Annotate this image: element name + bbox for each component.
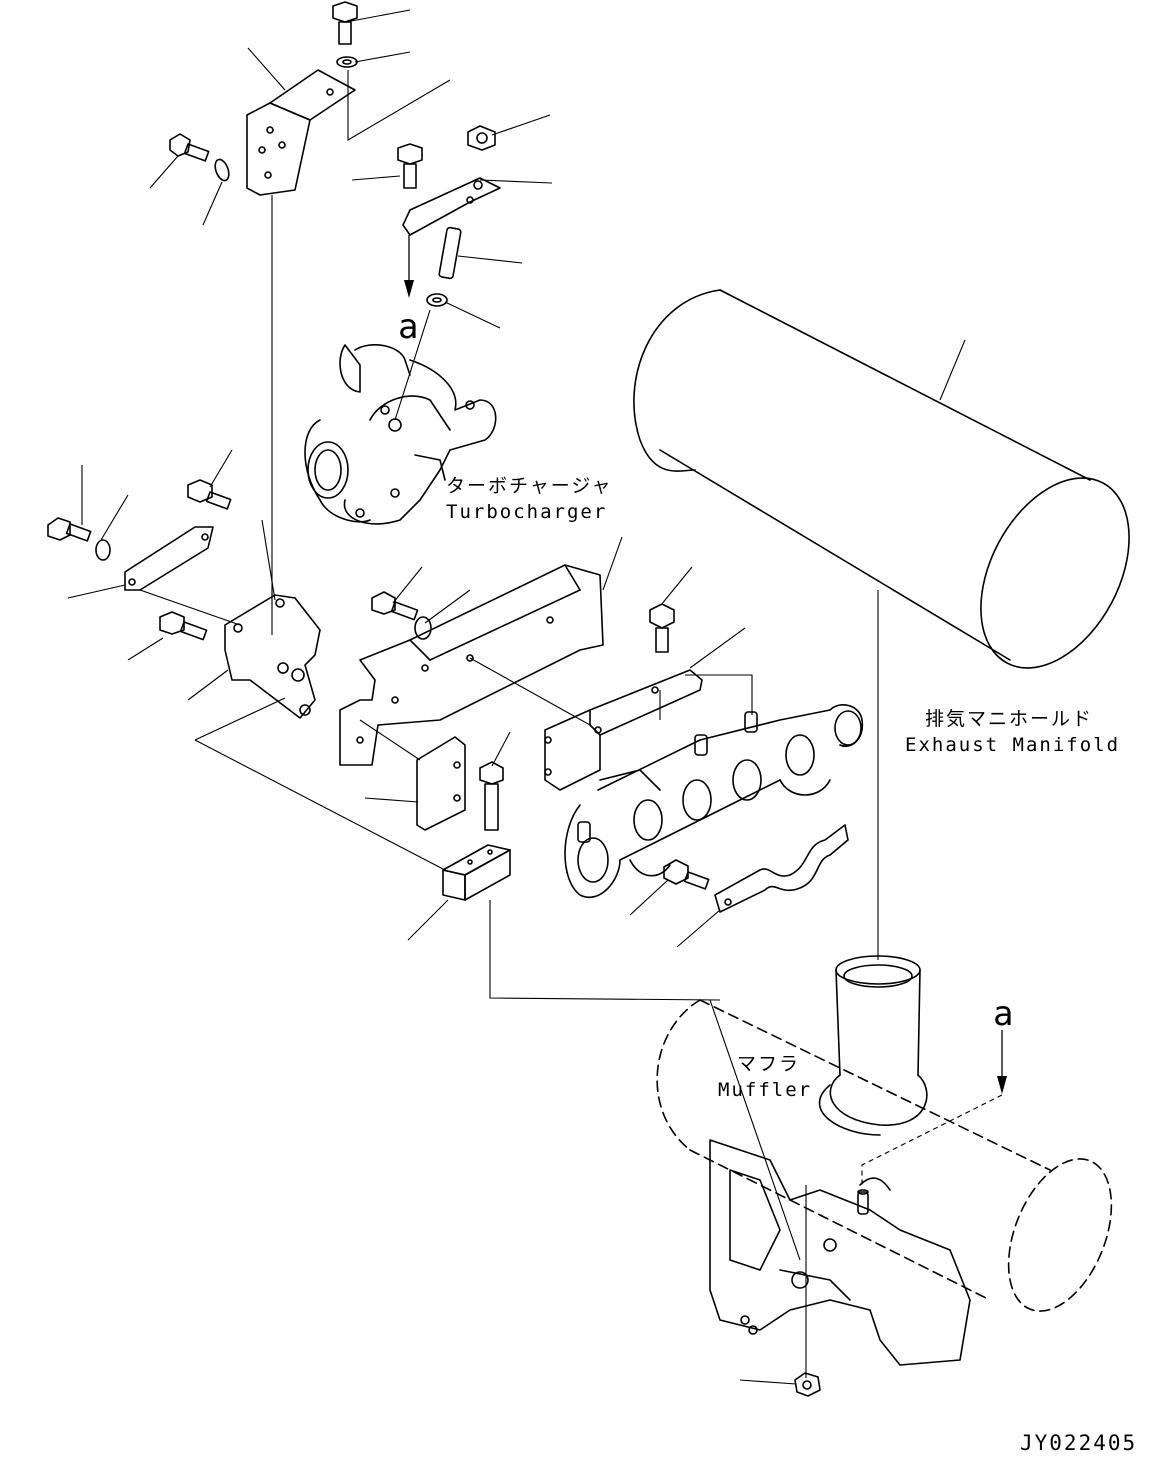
muffler-body bbox=[656, 999, 1113, 1312]
middle-plate bbox=[402, 177, 501, 236]
exhaust-pipe-cylinder bbox=[633, 289, 1130, 669]
spacer-block bbox=[442, 844, 511, 901]
flange-nut-bottom bbox=[794, 1372, 821, 1397]
bolt-middle bbox=[397, 143, 423, 189]
muffler-label-jp: マフラ bbox=[737, 1053, 800, 1075]
manifold-heat-shield bbox=[544, 669, 703, 791]
reference-label-a-right: a bbox=[993, 994, 1013, 1034]
exhaust-manifold-label-en: Exhaust Manifold bbox=[905, 734, 1120, 756]
turbocharger bbox=[304, 344, 497, 525]
long-z-bracket bbox=[339, 564, 604, 766]
exhaust-manifold bbox=[564, 704, 864, 898]
reference-label-a-top: a bbox=[398, 307, 418, 347]
bolt-top bbox=[332, 1, 358, 68]
bolt-long bbox=[479, 761, 504, 831]
left-cover-plate bbox=[124, 526, 214, 591]
bolt-manifold-lower bbox=[663, 859, 710, 890]
upper-bracket bbox=[246, 69, 356, 196]
muffler-support-bracket bbox=[709, 1139, 971, 1366]
muffler-label-en: Muffler bbox=[718, 1079, 812, 1101]
bolt-left-1 bbox=[47, 517, 111, 561]
bolt-left-2 bbox=[187, 479, 232, 510]
stud-bolt bbox=[426, 226, 462, 307]
reference-arrow-a-top bbox=[404, 235, 414, 298]
lower-small-plate bbox=[416, 736, 466, 831]
exhaust-manifold-label-jp: 排気マニホールド bbox=[925, 708, 1093, 730]
bolt-center-1 bbox=[371, 591, 432, 640]
bolt-left-upper bbox=[169, 133, 230, 182]
leader-lines bbox=[67, 9, 1003, 1385]
turbocharger-label-en: Turbocharger bbox=[446, 501, 607, 523]
reference-arrow-a-right bbox=[997, 1030, 1007, 1094]
manifold-lower-plate bbox=[714, 824, 849, 913]
muffler-outlet-pipe bbox=[818, 955, 928, 1136]
turbocharger-label-jp: ターボチャージャ bbox=[446, 475, 612, 497]
nut-top bbox=[467, 125, 496, 151]
bolt-center-2 bbox=[649, 603, 675, 653]
drawing-code: JY022405 bbox=[1020, 1431, 1137, 1455]
bolt-left-3 bbox=[159, 611, 208, 641]
